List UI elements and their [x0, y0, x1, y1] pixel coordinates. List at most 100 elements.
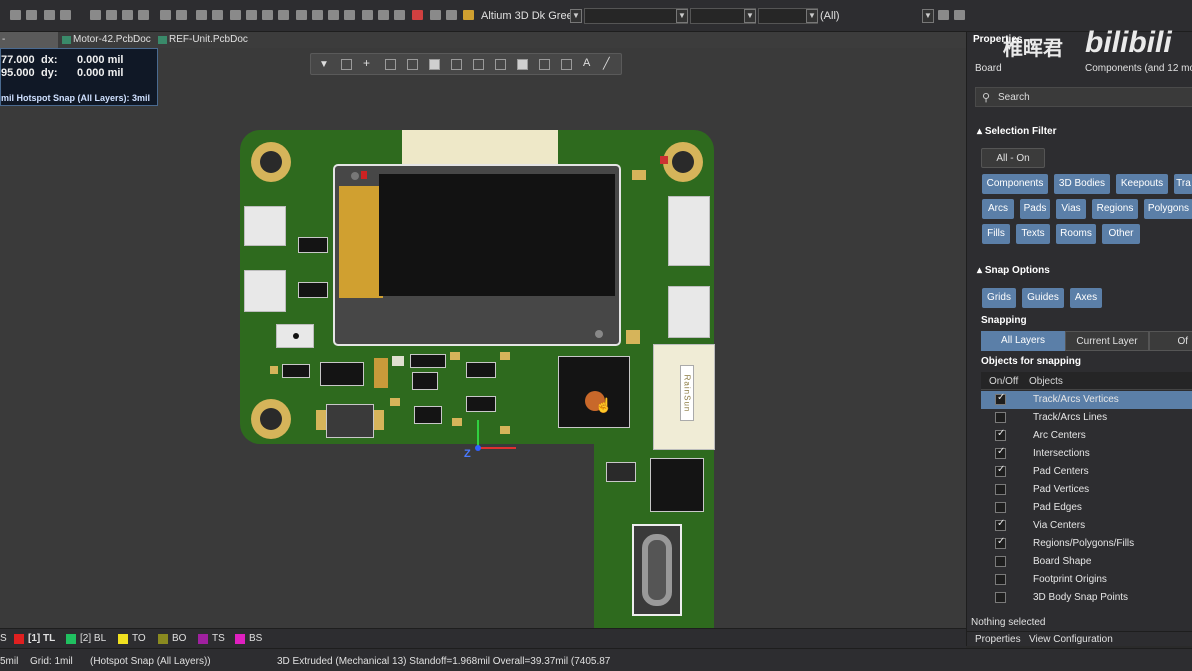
snap-object-row[interactable]: Regions/Polygons/Fills	[981, 535, 1192, 553]
snapping-current-layer[interactable]: Current Layer	[1065, 331, 1149, 351]
move-icon[interactable]	[378, 10, 389, 20]
clear-filter-icon[interactable]	[412, 10, 423, 20]
snap-object-row[interactable]: Track/Arcs Vertices	[981, 391, 1192, 409]
diff-pair-icon[interactable]	[473, 59, 484, 70]
undo-icon[interactable]	[430, 10, 441, 20]
tab-properties[interactable]: Properties	[975, 634, 1021, 645]
selection-filter-header[interactable]: ▴ Selection Filter	[977, 126, 1057, 137]
snap-object-checkbox[interactable]	[995, 518, 1006, 531]
snap-axes-button[interactable]: Axes	[1070, 288, 1102, 308]
track-icon[interactable]	[26, 10, 37, 20]
tab-motor-42-pcbdoc[interactable]: Motor-42.PcbDoc	[60, 32, 154, 48]
route-icon[interactable]	[463, 10, 474, 20]
filter-keepouts-button[interactable]: Keepouts	[1116, 174, 1168, 194]
filter-fills-button[interactable]: Fills	[982, 224, 1010, 244]
snapping-off[interactable]: Of	[1149, 331, 1192, 351]
snap-object-checkbox[interactable]	[995, 502, 1006, 513]
snap-object-checkbox[interactable]	[995, 556, 1006, 567]
snap-object-row[interactable]: Pad Vertices	[981, 481, 1192, 499]
polygon-place-icon[interactable]	[517, 59, 528, 70]
snap-object-checkbox[interactable]	[995, 428, 1006, 441]
region-icon[interactable]	[106, 10, 117, 20]
layer-tab-bottom[interactable]: [2] BL	[66, 633, 106, 645]
keepout-icon[interactable]	[539, 59, 550, 70]
snap-object-checkbox[interactable]	[995, 464, 1006, 477]
zoom-area-icon[interactable]	[246, 10, 257, 20]
filter-polygons-button[interactable]: Polygons	[1144, 199, 1192, 219]
cut-icon[interactable]	[296, 10, 307, 20]
filter-components-button[interactable]: Components	[982, 174, 1048, 194]
align-icon[interactable]	[407, 59, 418, 70]
layer-tab-bottom-solder[interactable]: BS	[235, 633, 262, 645]
filter-clear-icon[interactable]	[954, 10, 965, 20]
snap-object-row[interactable]: Pad Edges	[981, 499, 1192, 517]
all-on-button[interactable]: All - On	[981, 148, 1045, 168]
snap-object-row[interactable]: Footprint Origins	[981, 571, 1192, 589]
snap-object-checkbox[interactable]	[995, 412, 1006, 423]
interactive-route-icon[interactable]	[341, 59, 352, 70]
filter-pads-button[interactable]: Pads	[1020, 199, 1050, 219]
filter-rooms-button[interactable]: Rooms	[1056, 224, 1096, 244]
layer-tab-s[interactable]: S	[0, 633, 7, 644]
dimension-icon[interactable]	[561, 59, 572, 70]
select-area-icon[interactable]	[362, 10, 373, 20]
wire-icon[interactable]	[10, 10, 21, 20]
zoom-selected-icon[interactable]	[262, 10, 273, 20]
fill-icon[interactable]	[90, 10, 101, 20]
snap-object-checkbox[interactable]	[995, 592, 1006, 603]
layer-tab-top-solder[interactable]: TS	[198, 633, 225, 645]
snap-object-row[interactable]: Pad Centers	[981, 463, 1192, 481]
rubber-stamp-icon[interactable]	[344, 10, 355, 20]
print-preview-icon[interactable]	[212, 10, 223, 20]
snap-object-checkbox[interactable]	[995, 536, 1006, 549]
tab-ref-unit-pcbdoc[interactable]: REF-Unit.PcbDoc *	[156, 32, 254, 61]
route-multiple-icon[interactable]	[451, 59, 462, 70]
snap-object-checkbox[interactable]	[995, 574, 1006, 585]
pcb-canvas[interactable]: 77.000 dx: 0.000 mil 95.000 dy: 0.000 mi…	[0, 48, 966, 628]
string-icon[interactable]: A	[583, 57, 591, 69]
tab-view-configuration[interactable]: View Configuration	[1029, 634, 1113, 645]
select-rect-icon[interactable]	[385, 59, 396, 70]
filter-select[interactable]: (All)	[820, 10, 840, 22]
filter-tracks-button[interactable]: Tra	[1174, 174, 1192, 194]
filter-vias-button[interactable]: Vias	[1056, 199, 1086, 219]
pad-icon[interactable]	[60, 10, 71, 20]
snap-grids-button[interactable]: Grids	[982, 288, 1016, 308]
snap-options-header[interactable]: ▴ Snap Options	[977, 265, 1050, 276]
snap-object-checkbox[interactable]	[995, 446, 1006, 459]
via-place-icon[interactable]	[495, 59, 506, 70]
filter-3d-bodies-button[interactable]: 3D Bodies	[1054, 174, 1110, 194]
copy-icon[interactable]	[312, 10, 323, 20]
print-icon[interactable]	[196, 10, 207, 20]
save-icon[interactable]	[176, 10, 187, 20]
class-dropdown-icon[interactable]: ▼	[744, 9, 756, 23]
tab-base-pcbdoc[interactable]: -Base.PcbDoc	[0, 32, 63, 61]
snap-object-row[interactable]: Track/Arcs Lines	[981, 409, 1192, 427]
view-config-select[interactable]: Altium 3D Dk Gree	[481, 10, 573, 22]
component-icon[interactable]	[138, 10, 149, 20]
zoom-fit-icon[interactable]	[230, 10, 241, 20]
pan-icon[interactable]	[278, 10, 289, 20]
filter-icon[interactable]: ▼	[319, 59, 329, 70]
component-place-icon[interactable]	[429, 59, 440, 70]
place-icon[interactable]: +	[363, 56, 371, 70]
snap-object-checkbox[interactable]	[995, 392, 1006, 405]
open-icon[interactable]	[160, 10, 171, 20]
snap-object-row[interactable]: Intersections	[981, 445, 1192, 463]
layer-tab-top-overlay[interactable]: TO	[118, 633, 146, 645]
snapping-all-layers[interactable]: All Layers	[981, 331, 1065, 351]
filter-dropdown-icon[interactable]: ▼	[922, 9, 934, 23]
filter-other-button[interactable]: Other	[1102, 224, 1140, 244]
snap-object-row[interactable]: Board Shape	[981, 553, 1192, 571]
line-icon[interactable]: ╱	[603, 58, 610, 70]
filter-apply-icon[interactable]	[938, 10, 949, 20]
search-input[interactable]: Search	[998, 92, 1030, 103]
layer-tab-bottom-overlay[interactable]: BO	[158, 633, 186, 645]
net-dropdown-icon[interactable]: ▼	[676, 9, 688, 23]
move-selection-icon[interactable]	[394, 10, 405, 20]
snap-object-row[interactable]: 3D Body Snap Points	[981, 589, 1192, 607]
layer-tab-top[interactable]: [1] TL	[14, 633, 55, 645]
redo-icon[interactable]	[446, 10, 457, 20]
snap-object-row[interactable]: Via Centers	[981, 517, 1192, 535]
snap-object-row[interactable]: Arc Centers	[981, 427, 1192, 445]
